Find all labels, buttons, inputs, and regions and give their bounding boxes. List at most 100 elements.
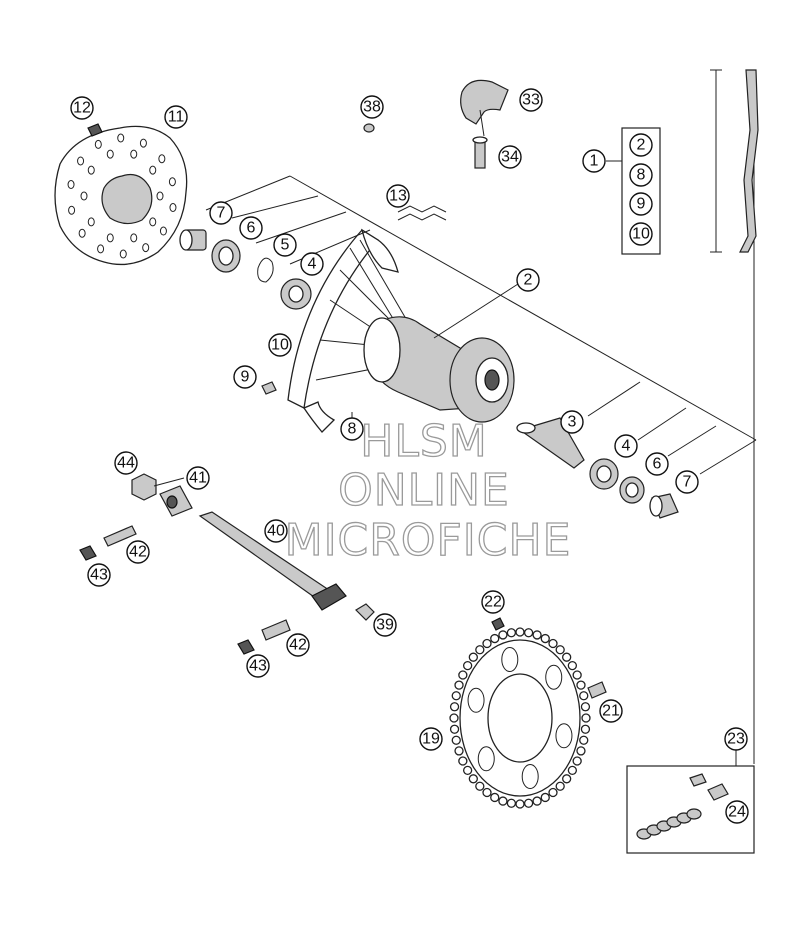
disc-hole	[68, 205, 76, 215]
disc-hole	[158, 154, 166, 164]
sprocket-tooth	[555, 645, 565, 655]
watermark: HLSM ONLINE MICROFICHE	[284, 415, 572, 566]
callout-label-13: 13	[386, 184, 410, 208]
disc-hole	[168, 177, 176, 187]
svg-text:38: 38	[363, 99, 381, 116]
svg-text:2: 2	[524, 272, 533, 289]
sprocket-bolt	[587, 681, 607, 699]
callout-label-4: 4	[300, 252, 324, 276]
right-spacer	[649, 493, 679, 519]
sprocket-tooth	[523, 628, 534, 638]
callout-label-23: 23	[724, 727, 748, 751]
svg-text:2: 2	[637, 137, 646, 154]
svg-text:23: 23	[727, 731, 745, 748]
svg-text:21: 21	[602, 703, 620, 720]
svg-text:44: 44	[117, 455, 135, 472]
sprocket-tooth	[548, 638, 558, 649]
disc-hole	[149, 217, 157, 227]
sprocket-tooth	[498, 630, 508, 640]
sprocket-window	[477, 746, 495, 772]
sprocket-window	[521, 764, 539, 790]
sprocket-window	[467, 687, 485, 713]
sprocket-tooth	[540, 633, 550, 644]
left-spacer	[179, 229, 207, 251]
svg-text:7: 7	[683, 474, 692, 491]
svg-text:ONLINE: ONLINE	[338, 465, 510, 516]
svg-text:3: 3	[568, 414, 577, 431]
disc-hole	[80, 191, 88, 201]
callout-label-7: 7	[209, 201, 233, 225]
callout-label-24: 24	[725, 800, 749, 824]
disc-hole	[139, 138, 147, 148]
svg-text:43: 43	[249, 658, 267, 675]
sprocket-tooth	[458, 670, 468, 680]
sprocket-tooth	[451, 691, 461, 701]
svg-text:1: 1	[590, 153, 599, 170]
sprocket-tooth	[462, 660, 473, 671]
circlip	[257, 257, 274, 283]
rear-sprocket	[449, 627, 591, 809]
svg-text:7: 7	[217, 205, 226, 222]
sprocket-tooth	[576, 746, 586, 756]
leader-lines	[153, 175, 757, 487]
disc-hole	[77, 156, 85, 166]
disc-hole	[169, 203, 177, 213]
callout-label-10: 10	[629, 222, 653, 246]
svg-text:39: 39	[376, 617, 394, 634]
disc-hole	[78, 228, 86, 238]
callout-label-42: 42	[126, 540, 150, 564]
svg-text:40: 40	[267, 523, 285, 540]
sprocket-tooth	[506, 628, 517, 638]
sprocket-tooth	[468, 652, 478, 662]
callout-label-19: 19	[419, 727, 443, 751]
lock-nut-upper	[79, 545, 97, 561]
sprocket-tooth	[490, 633, 500, 644]
svg-text:11: 11	[168, 109, 185, 126]
sprocket-tooth	[515, 627, 525, 637]
svg-text:42: 42	[129, 544, 147, 561]
sprocket-tooth	[580, 724, 591, 734]
sprocket-tooth	[567, 765, 578, 776]
sprocket-tooth	[468, 774, 478, 784]
callout-label-41: 41	[186, 466, 210, 490]
small-cap-38	[363, 123, 375, 133]
sprocket-window	[545, 664, 563, 690]
chain-link	[686, 808, 702, 820]
disc-hole	[119, 249, 127, 259]
sprocket-window	[501, 646, 519, 672]
disc-hole	[130, 233, 138, 243]
svg-text:24: 24	[728, 804, 746, 821]
sprocket-tooth	[572, 756, 582, 766]
svg-text:43: 43	[90, 567, 108, 584]
disc-hole	[142, 243, 150, 253]
svg-text:MICROFICHE: MICROFICHE	[285, 515, 572, 566]
brake-disc	[54, 125, 188, 266]
sprocket-window	[555, 723, 573, 749]
spoke-profile-icon	[739, 69, 759, 253]
sprocket-tooth	[482, 787, 492, 798]
rim	[287, 228, 399, 433]
callout-label-40: 40	[264, 519, 288, 543]
sprocket-tooth	[462, 765, 473, 776]
callout-label-3: 3	[560, 410, 584, 434]
chain-slider	[460, 79, 509, 137]
callout-label-33: 33	[519, 88, 543, 112]
callout-label-2: 2	[629, 133, 653, 157]
sprocket-tooth	[515, 799, 525, 809]
svg-text:12: 12	[73, 100, 91, 117]
callout-label-4: 4	[614, 434, 638, 458]
disc-hole	[67, 179, 75, 189]
sprocket-tooth	[567, 660, 578, 671]
svg-text:34: 34	[501, 149, 519, 166]
sprocket-tooth	[581, 713, 591, 723]
sprocket-tooth	[506, 798, 517, 808]
sprocket-tooth	[449, 724, 460, 734]
sprocket-tooth	[572, 670, 582, 680]
svg-text:41: 41	[189, 470, 207, 487]
callout-label-5: 5	[273, 233, 297, 257]
disc-hole	[106, 149, 114, 159]
slider-bolt	[472, 136, 488, 169]
sprocket-tooth	[454, 746, 464, 756]
svg-text:9: 9	[241, 369, 250, 386]
